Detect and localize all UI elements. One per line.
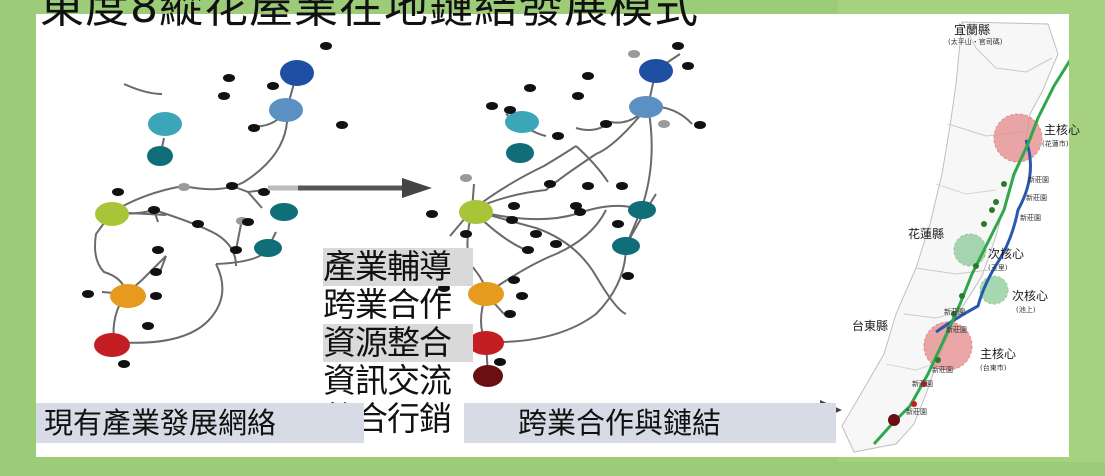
map-label-hualien: 花蓮縣 — [908, 227, 945, 241]
action-cross-industry-cooperation: 跨業合作 — [323, 285, 452, 324]
map-label-taitung: 台東縣 — [852, 319, 889, 333]
caption-current-network: 現有產業發展網絡 — [36, 403, 364, 443]
left-network-nodes — [82, 42, 348, 368]
map-label-village-3: 新莊園 — [1020, 214, 1041, 222]
slide-canvas: 東度8縱花屋業在地鏈結發展模式 — [36, 0, 1080, 457]
map-label-main-core-2-sub: (台東市) — [980, 364, 1007, 372]
network-arrow — [268, 178, 432, 198]
map-label-village-2: 新莊園 — [1026, 194, 1047, 202]
map-label-sub-core-2: 次核心 — [1012, 289, 1049, 303]
action-resource-integration: 資源整合 — [323, 324, 473, 362]
slide-title: 東度8縱花屋業在地鏈結發展模式 — [40, 0, 699, 33]
map-label-village-4: 新莊園 — [944, 308, 965, 316]
map-label-village-7: 新莊園 — [912, 380, 933, 388]
map-label-sub-core-2-sub: (池上) — [1016, 306, 1036, 314]
map-label-yilan-sub: (太平山・官司碼) — [948, 38, 1003, 46]
map-label-village-5: 新莊園 — [946, 326, 967, 334]
map-label-village-1: 新莊園 — [1028, 176, 1049, 184]
network-diagrams — [82, 21, 1069, 453]
map-label-yilan: 宜蘭縣 — [954, 23, 991, 37]
right-network-nodes — [426, 42, 706, 387]
map-label-sub-core-1: 次核心 — [988, 247, 1025, 261]
map-label-main-core-1: 主核心 — [1044, 123, 1081, 137]
map-label-main-core-2: 主核心 — [980, 347, 1017, 361]
taiwan-east-map — [841, 21, 1069, 453]
caption-cross-industry-linkage: 跨業合作與鏈結 — [464, 403, 836, 443]
action-information-exchange: 資訊交流 — [323, 361, 452, 400]
map-label-village-8: 新莊園 — [906, 408, 927, 416]
map-label-sub-core-1-sub: (玉里) — [988, 264, 1008, 272]
map-label-main-core-1-sub: (花蓮市) — [1042, 140, 1069, 148]
action-industry-guidance: 產業輔導 — [323, 248, 473, 286]
map-label-village-6: 新莊園 — [932, 366, 953, 374]
collaboration-actions-list: 產業輔導 跨業合作 資源整合 資訊交流 整合行銷 — [323, 248, 473, 476]
